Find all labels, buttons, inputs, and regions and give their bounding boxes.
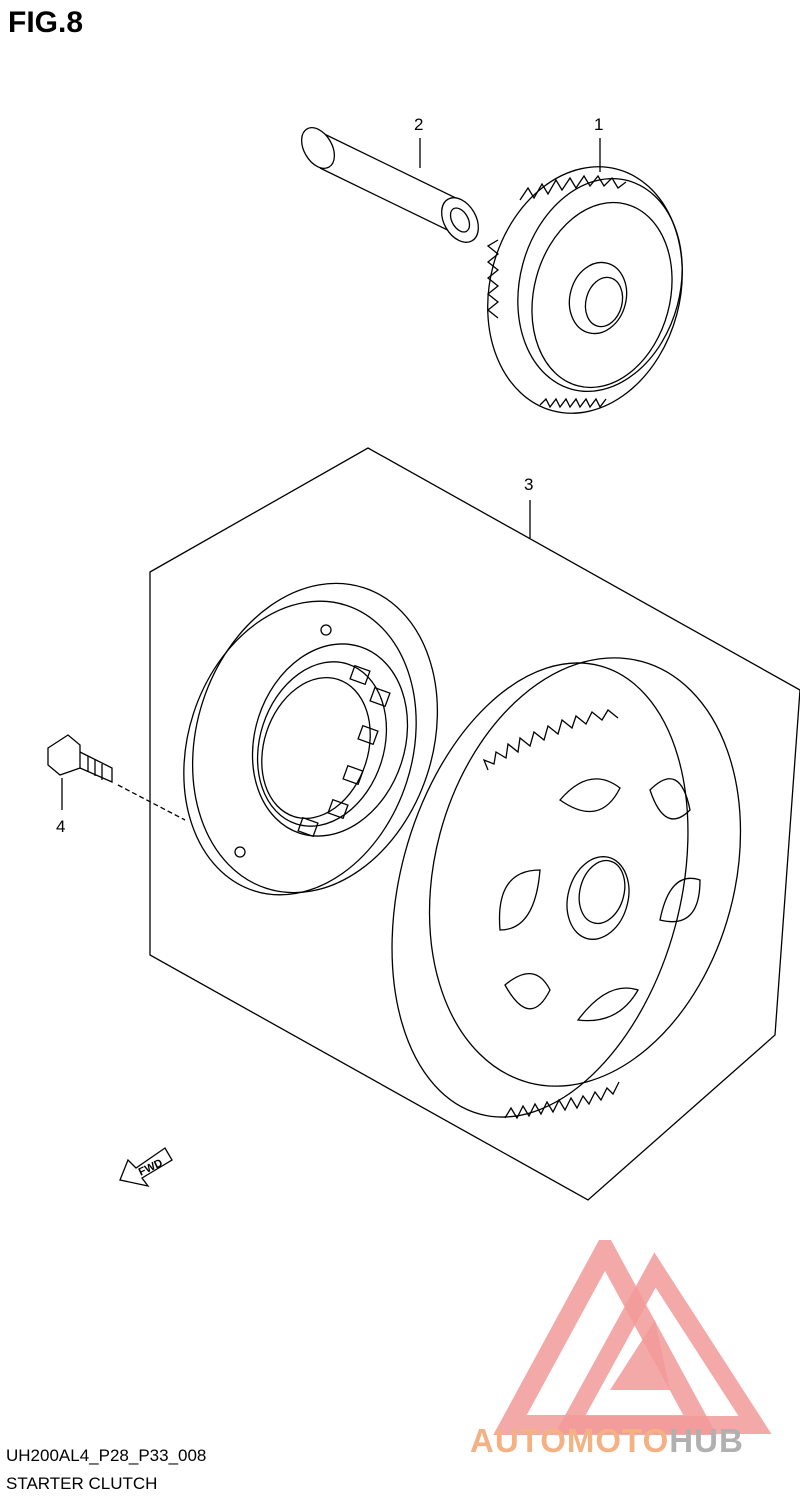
watermark-text-part2: HUB: [669, 1422, 744, 1459]
shaft-pin[interactable]: [295, 122, 486, 249]
callout-3: 3: [524, 475, 533, 494]
bolt-guide-line: [117, 784, 186, 821]
starter-driven-gear[interactable]: [345, 623, 787, 1151]
figure-caption: STARTER CLUTCH: [6, 1474, 158, 1493]
callout-4: 4: [56, 817, 65, 836]
callout-2: 2: [414, 115, 423, 134]
watermark-text: AUTOMOTOHUB: [470, 1422, 744, 1460]
clutch-rollers: [297, 664, 391, 838]
bolt[interactable]: [47, 734, 113, 783]
starter-idle-gear[interactable]: [461, 145, 709, 436]
figure-title: FIG.8: [8, 6, 84, 39]
watermark-text-part1: AUTOMOTO: [470, 1422, 670, 1459]
one-way-clutch-housing[interactable]: [147, 551, 476, 925]
fwd-arrow-icon: FWD: [119, 1147, 173, 1187]
callout-1: 1: [594, 115, 603, 134]
figure-code: UH200AL4_P28_P33_008: [6, 1446, 207, 1465]
fwd-label: FWD: [137, 1157, 165, 1178]
automotohub-logo: [493, 1240, 772, 1435]
assembly-outline: [149, 447, 800, 1201]
